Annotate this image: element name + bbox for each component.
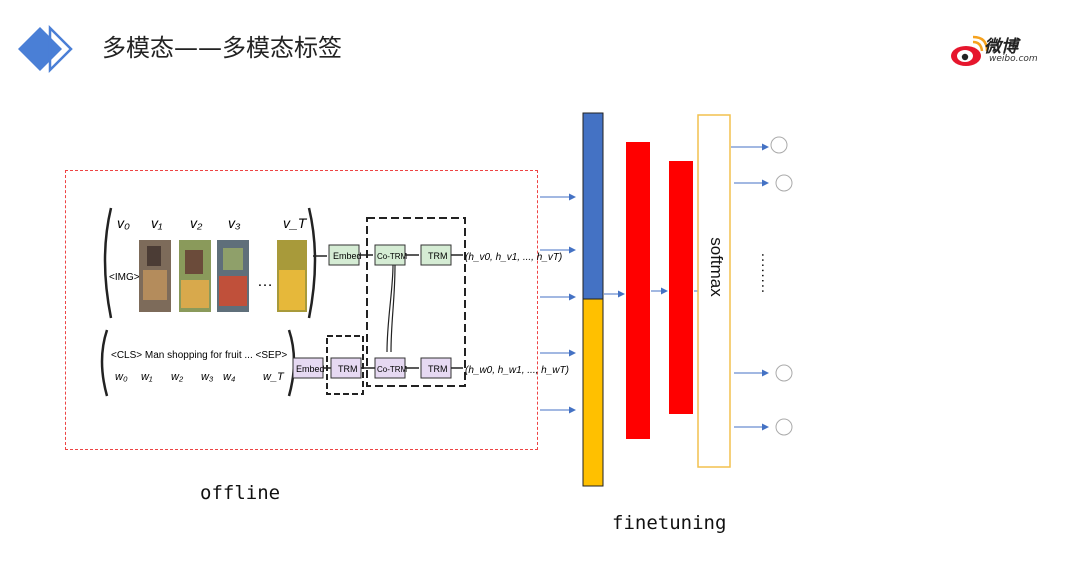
visual-feature-block [582,112,604,300]
text-sequence: <CLS> Man shopping for fruit ... <SEP> [111,350,287,361]
img-token: <IMG> [109,272,140,283]
visual-token-v2: v₂ [190,215,203,231]
text-output: (h_w0, h_w1, ..., h_wT) [465,365,569,376]
header-diamond-logo [18,24,73,74]
hidden-layer-2 [669,161,693,414]
brand-name: 微博 [984,37,1018,57]
offline-caption: offline [200,482,281,504]
visual-token-v0: v₀ [117,215,130,231]
visual-co-trm-label: Co-TRM [377,252,408,261]
hidden-layer-1 [626,142,650,439]
output-node-1 [770,136,788,154]
output-node-4 [775,418,793,436]
image-region-1 [139,240,171,312]
text-token-w2: w₂ [171,371,184,383]
page-title: 多模态——多模态标签 [102,34,342,62]
visual-token-vT: v_T [283,215,308,231]
text-embed-label: Embed [296,364,325,374]
text-token-w4: w₄ [223,371,235,383]
image-region-3 [217,240,249,312]
visual-trm-label: TRM [428,251,448,261]
visual-ellipsis: … [257,273,273,290]
text-trm2-label: TRM [428,364,448,374]
text-feature-block [582,298,604,487]
visual-token-v3: v₃ [228,215,241,231]
image-region-2 [179,240,211,312]
output-ellipsis: ........ [758,252,776,295]
text-co-trm-label: Co-TRM [377,365,408,374]
softmax-label: softmax [707,237,726,297]
brand-url: weibo.com [989,54,1038,64]
multimodal-model-figure: v₀ v₁ v₂ v₃ v_T <IMG> … Embed Co-TRM TRM… [95,200,569,405]
text-token-wT: w_T [263,371,285,383]
offline-region [65,170,538,450]
finetuning-caption: finetuning [612,512,727,534]
image-region-T [277,240,307,312]
visual-token-v1: v₁ [151,215,163,231]
weibo-logo-icon [951,35,989,66]
output-node-3 [775,364,793,382]
text-token-w0: w₀ [115,371,128,383]
output-node-2 [775,174,793,192]
softmax-layer [697,114,731,468]
visual-output: (h_v0, h_v1, ..., h_vT) [465,252,562,263]
text-token-w3: w₃ [201,371,214,383]
text-trm1-label: TRM [338,364,358,374]
text-token-w1: w₁ [141,371,153,383]
visual-embed-label: Embed [333,251,362,261]
